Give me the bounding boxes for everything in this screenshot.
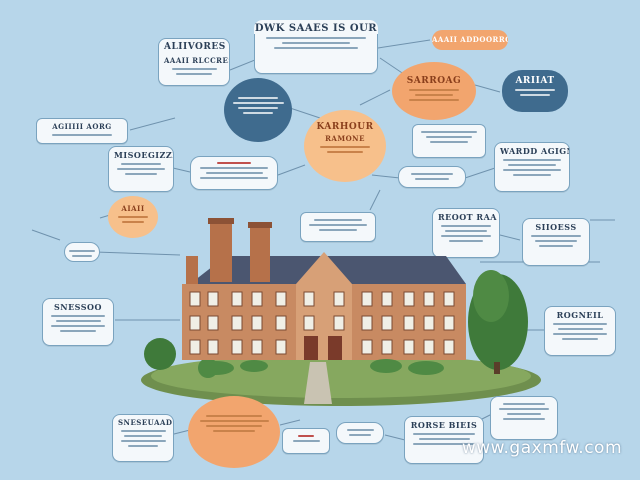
right-box-title: REOOT RAA bbox=[438, 212, 497, 222]
bottom-left-title: SNESEUAADS bbox=[118, 418, 174, 427]
top-right-tag: AAAII ADDOORRO bbox=[432, 30, 508, 50]
center-bubble: KARHOUR RAMONE bbox=[304, 110, 386, 182]
watermark: www.gaxmfw.com bbox=[461, 438, 622, 458]
navy-bubble-left bbox=[224, 78, 292, 142]
navy-right-title: ARIIAT bbox=[515, 76, 555, 86]
top-right-tag-label: AAAII ADDOORRO bbox=[432, 35, 508, 44]
bottom-right-box: RORSE BIEIS bbox=[404, 416, 484, 464]
center-bubble-title: KARHOUR bbox=[316, 122, 374, 132]
navy-pill-right: ARIIAT bbox=[502, 70, 568, 112]
orange-bubble-top: SARROAG bbox=[392, 62, 476, 120]
mansion-illustration bbox=[141, 218, 541, 406]
right-mid-title: WARDD AGIGNIIR bbox=[500, 146, 569, 156]
peach-bubble-left: AIAII bbox=[108, 196, 158, 238]
bottom-orange-bubble bbox=[188, 396, 280, 468]
top-left-subtitle: AAAII RLCCRES bbox=[164, 56, 230, 65]
right-mid-box: WARDD AGIGNIIR bbox=[494, 142, 570, 192]
bottom-left-box: SNESEUAADS bbox=[112, 414, 174, 462]
right-lower-box: ROGNEIL bbox=[544, 306, 616, 356]
left-mid-box: MISOEGIZZN bbox=[108, 146, 174, 192]
right-report-box: REOOT RAA bbox=[432, 208, 500, 258]
right-box2-title: SIIOESS bbox=[535, 222, 577, 232]
bottom-far-right-box bbox=[490, 396, 558, 440]
center-bubble-subtitle: RAMONE bbox=[325, 134, 365, 143]
bottom-right-title: RORSE BIEIS bbox=[410, 420, 478, 430]
left-small-box-label: AGIIIII AORG bbox=[52, 122, 112, 131]
main-title-text: DWK SAAES IS OUR bbox=[254, 23, 378, 34]
left-lower-title: SNESSOO bbox=[53, 302, 102, 312]
left-center-box bbox=[190, 156, 278, 190]
right-center-box bbox=[398, 166, 466, 188]
right-success-box: SIIOESS bbox=[522, 218, 590, 266]
center-gray-box bbox=[300, 212, 376, 242]
left-small-pill bbox=[64, 242, 100, 262]
right-lower-title: ROGNEIL bbox=[556, 310, 604, 320]
bottom-center-box-2 bbox=[336, 422, 384, 444]
bottom-center-box bbox=[282, 428, 330, 454]
peach-small-title: AIAII bbox=[121, 204, 145, 213]
left-lower-box: SNESSOO bbox=[42, 298, 114, 346]
left-mid-title: MISOEGIZZN bbox=[114, 150, 174, 160]
top-left-box: ALIIVORES AAAII RLCCRES bbox=[158, 38, 230, 86]
orange-top-title: SARROAG bbox=[406, 76, 462, 86]
left-small-box: AGIIIII AORG bbox=[36, 118, 128, 144]
top-left-title: ALIIVORES bbox=[164, 42, 226, 52]
right-mid-small-box bbox=[412, 124, 486, 158]
